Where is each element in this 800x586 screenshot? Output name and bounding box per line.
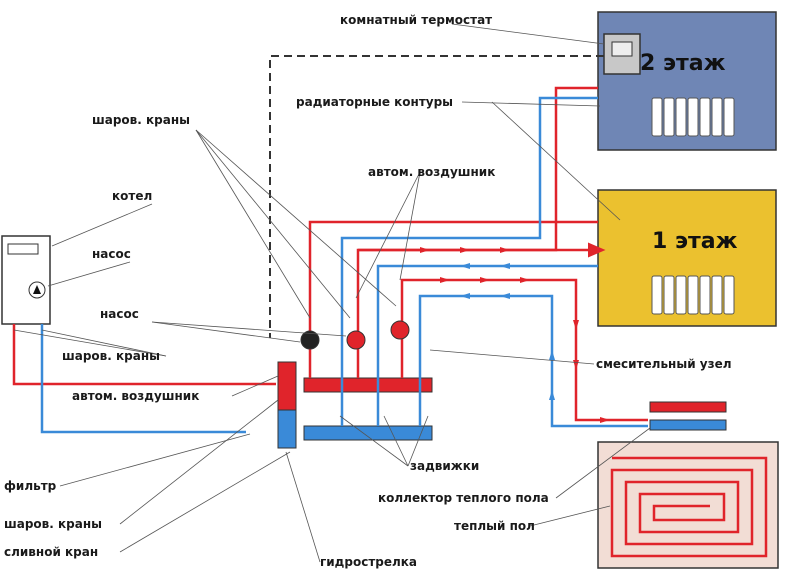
- label-ball-valves-mid: шаров. краны: [62, 349, 160, 363]
- label-thermostat: комнатный термостат: [340, 13, 492, 27]
- label-auto-air-vent-top: автом. воздушник: [368, 165, 495, 179]
- boiler-icon: [1, 235, 51, 325]
- label-auto-air-vent-mid: автом. воздушник: [72, 389, 199, 403]
- label-drain-valve: сливной кран: [4, 545, 98, 559]
- thermostat-icon: [603, 33, 641, 75]
- flow-arrows: [420, 247, 610, 423]
- boiler-return-pipe: [40, 324, 246, 434]
- label-hydro-separator: гидрострелка: [320, 555, 417, 569]
- hydro-separator: [277, 361, 297, 413]
- label-gate-valves: задвижки: [410, 459, 479, 473]
- thermostat-wire: [269, 55, 604, 338]
- label-pump-boiler: насос: [92, 247, 131, 261]
- supply-manifold: [303, 377, 433, 393]
- label-boiler: котел: [112, 189, 152, 203]
- pump-icon: [300, 320, 410, 350]
- label-pump-group: насос: [100, 307, 139, 321]
- floor-2-box: [597, 11, 777, 151]
- floor-collector: [649, 401, 727, 413]
- label-underfloor: теплый пол: [454, 519, 535, 533]
- label-radiator-circuits: радиаторные контуры: [296, 95, 453, 109]
- label-filter: фильтр: [4, 479, 57, 493]
- floor-1-box: [597, 189, 777, 327]
- label-ball-valves-bottom: шаров. краны: [4, 517, 102, 531]
- label-ball-valves-top: шаров. краны: [92, 113, 190, 127]
- return-manifold: [303, 425, 433, 441]
- radiator-icon: [651, 97, 735, 137]
- floor-2-label: 2 этаж: [640, 51, 726, 76]
- label-floor-collector: коллектор теплого пола: [378, 491, 549, 505]
- floor-1-label: 1 этаж: [652, 229, 738, 254]
- radiator-icon: [651, 275, 735, 315]
- underfloor-loop: [610, 456, 768, 558]
- label-mixing-unit: смесительный узел: [596, 357, 732, 371]
- boiler-supply-pipe: [12, 324, 276, 386]
